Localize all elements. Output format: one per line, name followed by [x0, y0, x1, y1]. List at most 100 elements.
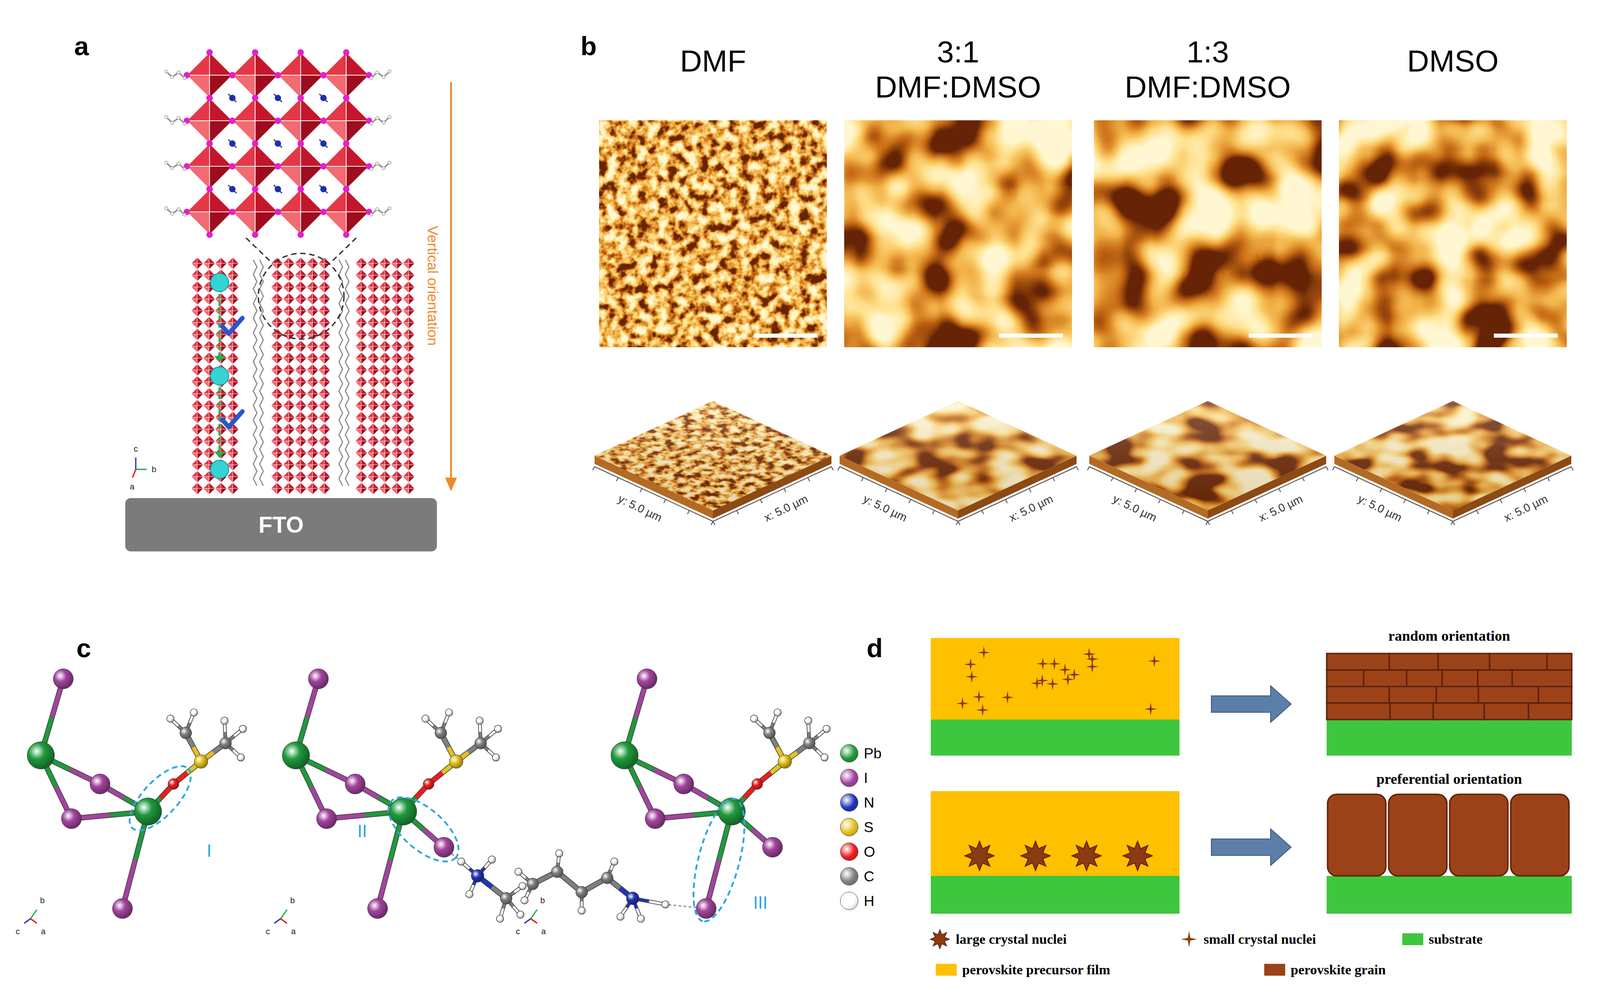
- octahedron-face: [203, 411, 210, 418]
- octahedron-face: [324, 387, 331, 394]
- octahedron-face: [294, 358, 301, 365]
- iodide-atom: [297, 49, 304, 56]
- afm-tick: [1005, 499, 1008, 503]
- octahedron-face: [402, 458, 409, 465]
- octahedron-face: [367, 482, 374, 489]
- octahedron-face: [361, 281, 368, 288]
- octahedron-face: [346, 211, 370, 235]
- octahedron-face: [209, 429, 216, 436]
- octahedron-face: [396, 287, 403, 293]
- afm-shading: [839, 400, 1077, 511]
- octahedron-face: [232, 375, 239, 382]
- octahedron-face: [402, 423, 409, 430]
- iodide-atom: [297, 185, 304, 193]
- octahedron-face: [306, 411, 313, 418]
- octahedron-face: [226, 446, 233, 453]
- octahedron-face: [282, 423, 289, 430]
- random-grain: [1389, 702, 1434, 720]
- octahedron-face: [276, 441, 283, 447]
- octahedron-face: [276, 352, 283, 359]
- octahedron-face: [197, 452, 204, 459]
- iodide-atom: [229, 208, 236, 216]
- substrate-box: FTO: [125, 497, 437, 552]
- afm-tick: [1087, 466, 1090, 471]
- octahedron-face: [271, 257, 277, 264]
- oriented-grain: [1449, 794, 1508, 876]
- octahedron-face: [402, 429, 409, 436]
- octahedron-face: [300, 304, 307, 311]
- octahedron-face: [294, 340, 301, 347]
- afm-tick: [1052, 477, 1055, 482]
- octahedron-face: [384, 358, 391, 365]
- octahedron-face: [312, 275, 319, 282]
- small-nucleus: [1047, 657, 1061, 671]
- atom-n: [626, 891, 640, 905]
- octahedron-face: [226, 399, 233, 406]
- octahedron-face: [373, 322, 380, 329]
- octahedron-face: [191, 257, 198, 264]
- iodide-atom: [343, 94, 350, 102]
- octahedron-face: [215, 488, 221, 495]
- octahedron-face: [384, 298, 391, 305]
- chain-atom: [183, 167, 187, 171]
- octahedron-face: [324, 464, 331, 471]
- octahedron-face: [282, 446, 289, 453]
- octahedron-face: [294, 470, 301, 477]
- bond-outline: [377, 811, 404, 909]
- octahedron-face: [355, 364, 362, 370]
- axis-letter: b: [151, 464, 157, 475]
- octahedron-face: [390, 263, 397, 270]
- octahedron-face: [318, 281, 325, 288]
- octahedron-face: [312, 358, 319, 365]
- octahedron-face: [373, 393, 380, 400]
- octahedron-face: [379, 441, 385, 447]
- octahedron-face: [271, 292, 277, 299]
- octahedron-face: [396, 334, 403, 341]
- octahedron-face: [390, 304, 397, 311]
- octahedron-face: [367, 470, 374, 477]
- octahedron-face: [197, 470, 204, 477]
- octahedron-face: [282, 352, 289, 359]
- octahedron-face: [191, 399, 198, 406]
- legend-text: O: [863, 843, 876, 861]
- octahedron-face: [396, 423, 403, 430]
- random-grain: [1528, 702, 1572, 720]
- octahedron-face: [408, 263, 415, 270]
- organic-chain: [166, 208, 185, 215]
- atom-h: [555, 849, 564, 857]
- octahedron-face: [312, 352, 319, 359]
- octahedron-face: [324, 292, 331, 299]
- zoom-circle: [258, 253, 344, 339]
- atom-i: [645, 808, 666, 829]
- octahedron-face: [324, 458, 331, 465]
- axis-icon: [524, 909, 538, 924]
- octahedron-face: [323, 52, 347, 76]
- octahedron-face: [367, 281, 374, 288]
- octahedron-face: [355, 417, 362, 424]
- octahedron-face: [191, 281, 198, 288]
- octahedron-face: [367, 358, 374, 365]
- octahedron-face: [355, 352, 362, 359]
- octahedron-face: [191, 387, 198, 394]
- octahedron-face: [282, 411, 289, 418]
- octahedron-face: [355, 287, 362, 293]
- octahedron-face: [277, 211, 301, 235]
- octahedron-face: [220, 393, 227, 400]
- octahedron-face: [390, 369, 397, 376]
- atom-h: [750, 714, 758, 723]
- octahedron-face: [276, 358, 283, 365]
- octahedron-face: [384, 482, 391, 489]
- octahedron-face: [408, 381, 415, 388]
- octahedron-face: [300, 52, 324, 76]
- octahedron-face: [384, 322, 391, 329]
- octahedron-face: [226, 346, 233, 353]
- axis-letter: b: [40, 895, 45, 906]
- axis-letter: c: [133, 444, 139, 454]
- octahedron-face: [402, 316, 409, 323]
- octahedron-face: [300, 458, 307, 465]
- cation-bond: [228, 184, 237, 194]
- octahedron-face: [220, 387, 227, 394]
- octahedron-face: [226, 452, 233, 459]
- octahedron-face: [390, 328, 397, 335]
- atom-i: [316, 808, 337, 829]
